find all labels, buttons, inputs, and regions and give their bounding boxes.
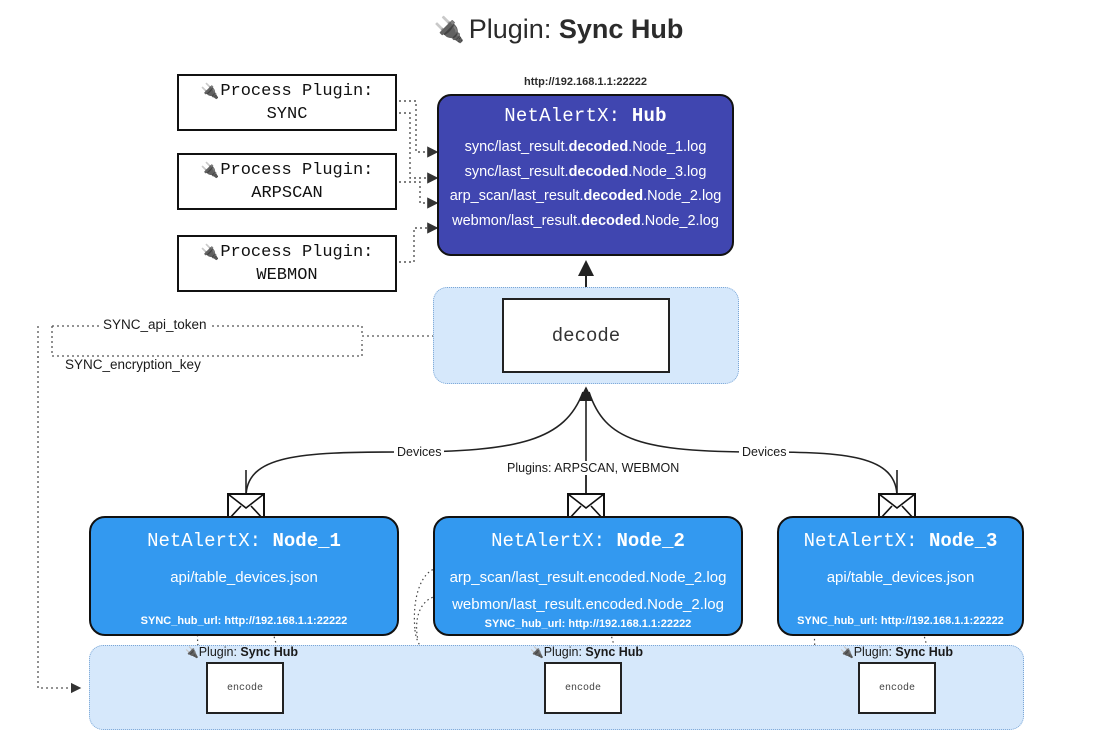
page-title-name: Sync Hub bbox=[558, 14, 684, 44]
hub-title-name: Hub bbox=[631, 105, 667, 127]
plug-icon: 🔌 bbox=[200, 243, 220, 261]
page-title: 🔌Plugin: Sync Hub bbox=[0, 14, 1117, 45]
plug-icon: 🔌 bbox=[185, 647, 199, 659]
node-box-node-2[interactable]: NetAlertX: Node_2 arp_scan/last_result.e… bbox=[433, 516, 743, 636]
node-content-line: arp_scan/last_result.encoded.Node_2.log bbox=[449, 569, 727, 586]
node-hub-url: SYNC_hub_url: http://192.168.1.1:22222 bbox=[797, 615, 1004, 627]
encode-box-1[interactable]: encode bbox=[206, 662, 284, 714]
process-plugin-name: WEBMON bbox=[256, 265, 318, 285]
sync-api-token-label: SYNC_api_token bbox=[100, 317, 210, 332]
node-box-node-3[interactable]: NetAlertX: Node_3 api/table_devices.json… bbox=[777, 516, 1024, 636]
envelope-icon bbox=[567, 493, 605, 526]
edge-label-devices-left: Devices bbox=[394, 445, 445, 459]
hub-log-line: sync/last_result.decoded.Node_1.log bbox=[464, 139, 707, 155]
node-title: NetAlertX: Node_2 bbox=[491, 530, 685, 552]
hub-log-line: webmon/last_result.decoded.Node_2.log bbox=[452, 212, 719, 229]
node-hub-url: SYNC_hub_url: http://192.168.1.1:22222 bbox=[140, 615, 348, 627]
process-plugin-label: Process Plugin: bbox=[220, 81, 374, 101]
hub-title: NetAlertX: Hub bbox=[504, 105, 666, 127]
node-box-node-1[interactable]: NetAlertX: Node_1 api/table_devices.json… bbox=[89, 516, 399, 636]
hub-url-label: http://192.168.1.1:22222 bbox=[524, 76, 647, 88]
process-plugin-arpscan[interactable]: 🔌Process Plugin: ARPSCAN bbox=[177, 153, 397, 210]
process-plugin-name: ARPSCAN bbox=[251, 183, 323, 203]
sync-encryption-key-label: SYNC_encryption_key bbox=[62, 357, 204, 372]
plug-icon: 🔌 bbox=[200, 161, 220, 179]
hub-log-line: sync/last_result.decoded.Node_3.log bbox=[464, 163, 707, 180]
hub-log-line: arp_scan/last_result.decoded.Node_2.log bbox=[449, 188, 722, 204]
encode-box-3[interactable]: encode bbox=[858, 662, 936, 714]
page-title-prefix: Plugin: bbox=[468, 14, 552, 44]
node-content-line: api/table_devices.json bbox=[170, 569, 318, 586]
plug-icon: 🔌 bbox=[433, 16, 465, 44]
node-content-line: api/table_devices.json bbox=[826, 569, 975, 586]
hub-title-prefix: NetAlertX: bbox=[504, 105, 621, 127]
encoder-plugin-label-1: 🔌Plugin: Sync Hub bbox=[185, 645, 299, 659]
node-hub-url: SYNC_hub_url: http://192.168.1.1:22222 bbox=[484, 618, 692, 630]
process-plugin-sync[interactable]: 🔌Process Plugin: SYNC bbox=[177, 74, 397, 131]
encode-box-2[interactable]: encode bbox=[544, 662, 622, 714]
process-plugin-label: Process Plugin: bbox=[220, 242, 374, 262]
decode-box[interactable]: decode bbox=[502, 298, 670, 373]
node-content-line: webmon/last_result.encoded.Node_2.log bbox=[452, 596, 724, 613]
process-plugin-label: Process Plugin: bbox=[220, 160, 374, 180]
node-title: NetAlertX: Node_1 bbox=[147, 530, 341, 552]
node-title: NetAlertX: Node_3 bbox=[803, 530, 998, 552]
process-plugin-webmon[interactable]: 🔌Process Plugin: WEBMON bbox=[177, 235, 397, 292]
process-plugin-name: SYNC bbox=[266, 104, 308, 124]
hub-box[interactable]: NetAlertX: Hub sync/last_result.decoded.… bbox=[437, 94, 734, 256]
encoder-plugin-label-2: 🔌Plugin: Sync Hub bbox=[530, 645, 644, 659]
plug-icon: 🔌 bbox=[530, 647, 544, 659]
plug-icon: 🔌 bbox=[200, 82, 220, 100]
edge-label-devices-right: Devices bbox=[739, 445, 790, 459]
encoder-plugin-label-3: 🔌Plugin: Sync Hub bbox=[840, 645, 954, 659]
edge-label-plugins: Plugins: ARPSCAN, WEBMON bbox=[504, 461, 683, 475]
plug-icon: 🔌 bbox=[840, 647, 854, 659]
